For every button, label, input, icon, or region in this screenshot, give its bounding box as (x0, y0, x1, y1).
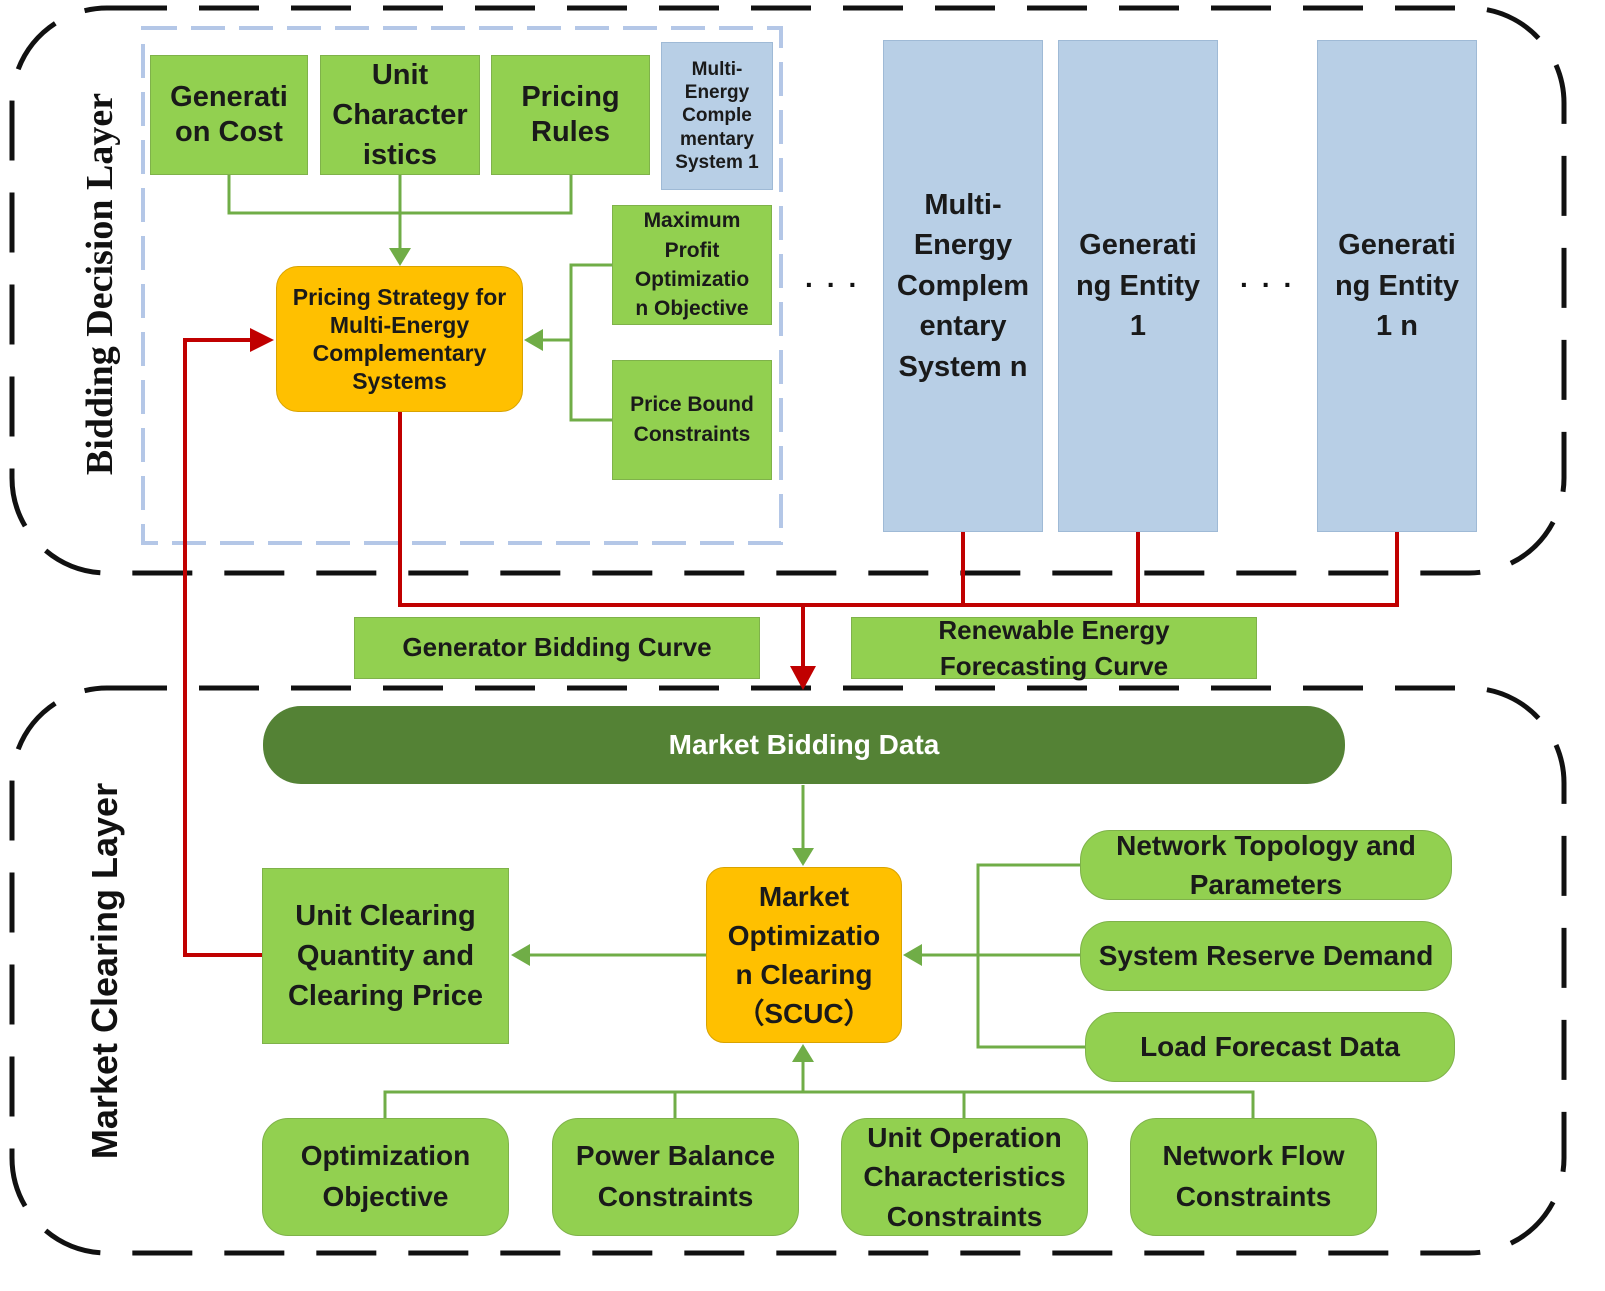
generating-entity-n-box: Generati ng Entity 1 n (1317, 40, 1477, 532)
bidding-layer-label: Bidding Decision Layer (79, 92, 121, 476)
load-forecast-data-box: Load Forecast Data (1085, 1012, 1455, 1082)
line-bottom-inputs (383, 1090, 1255, 1118)
maximum-profit-objective-box: Maximum Profit Optimizatio n Objective (612, 205, 772, 325)
market-optimization-clearing-box: Market Optimizatio n Clearing （SCUC） (706, 867, 902, 1043)
mecs-n-box: Multi- Energy Complem entary System n (883, 40, 1043, 532)
market-bidding-data-bar: Market Bidding Data (263, 706, 1345, 784)
generating-entity-1-box: Generati ng Entity 1 (1058, 40, 1218, 532)
system-reserve-demand-box: System Reserve Demand (1080, 921, 1452, 991)
red-arrowhead-down (790, 666, 816, 690)
arrowhead-from-right (524, 329, 543, 351)
arrowhead-right-inputs (903, 944, 922, 966)
unit-clearing-result-box: Unit Clearing Quantity and Clearing Pric… (262, 868, 509, 1044)
red-feedback-loop (183, 338, 262, 957)
pricing-strategy-box: Pricing Strategy for Multi-Energy Comple… (276, 266, 523, 412)
mecs1-dashed-frame (141, 26, 783, 545)
generation-cost-box: Generati on Cost (150, 55, 308, 175)
renewable-forecasting-curve-box: Renewable Energy Forecasting Curve (851, 615, 1257, 681)
unit-operation-constraints-box: Unit Operation Characteristics Constrain… (841, 1118, 1088, 1236)
arrowhead-data-to-opt (792, 848, 814, 866)
price-bound-constraints-box: Price Bound Constraints (612, 360, 772, 480)
red-line-pricing-out (398, 412, 1399, 607)
mecs-1-box: Multi- Energy Comple mentary System 1 (661, 42, 773, 190)
arrowhead-opt-to-unit (511, 944, 530, 966)
power-balance-constraints-box: Power Balance Constraints (552, 1118, 799, 1236)
pricing-rules-box: Pricing Rules (491, 55, 650, 175)
line-objective-constraints (569, 263, 612, 422)
network-topology-box: Network Topology and Parameters (1080, 830, 1452, 900)
ellipsis-left: ... (805, 262, 871, 293)
arrowhead-pricing-strategy (389, 248, 411, 266)
network-flow-constraints-box: Network Flow Constraints (1130, 1118, 1377, 1236)
red-arrowhead-feedback (250, 328, 274, 352)
generator-bidding-curve-box: Generator Bidding Curve (354, 617, 760, 679)
arrowhead-bottom-up (792, 1044, 814, 1062)
unit-characteristics-box: Unit Character istics (320, 55, 480, 175)
clearing-layer-label: Market Clearing Layer (84, 782, 125, 1160)
clearing-layer-frame (9, 685, 1567, 1256)
bidding-layer-frame (9, 5, 1567, 576)
ellipsis-right: ... (1240, 262, 1306, 293)
optimization-objective-box: Optimization Objective (262, 1118, 509, 1236)
